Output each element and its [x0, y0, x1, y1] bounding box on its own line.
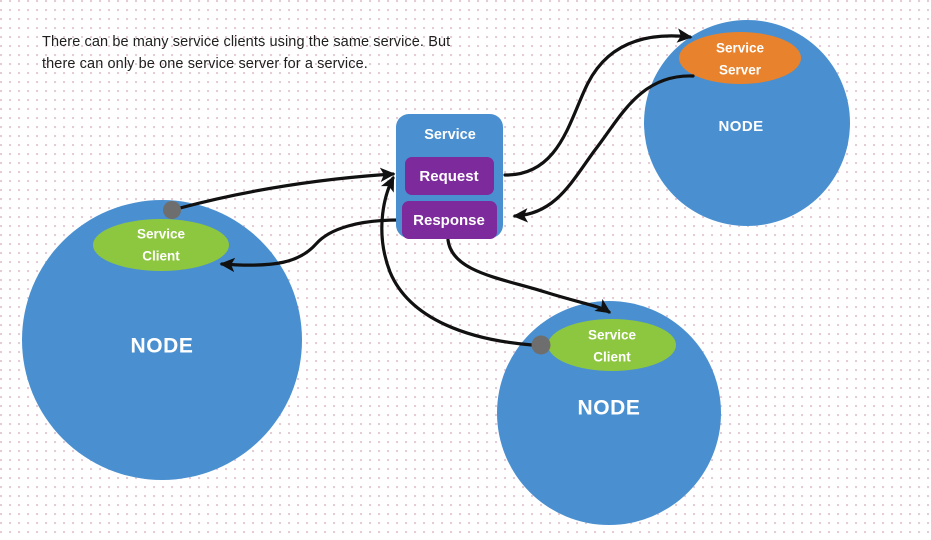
node-client-left[interactable]: NODE Service Client [22, 200, 302, 480]
node-label: NODE [130, 335, 193, 358]
service-server-ellipse[interactable] [679, 32, 801, 84]
service-client-label-line2: Client [142, 249, 180, 264]
connector-server-to-response [512, 74, 695, 223]
service-client-label-line2: Client [593, 350, 631, 365]
caption-text: There can be many service clients using … [42, 31, 512, 76]
node-server[interactable]: NODE Service Server [644, 20, 850, 226]
connector-bottom-client-to-request [380, 175, 534, 347]
service-server-label-line1: Service [716, 41, 765, 56]
node-label: NODE [719, 118, 764, 135]
service-server-label-line2: Server [719, 63, 762, 78]
service-client-label-line1: Service [588, 328, 637, 343]
service-client-ellipse[interactable] [548, 319, 676, 371]
connector-request-to-server [503, 28, 693, 177]
request-box[interactable] [405, 157, 494, 195]
caption-line-2: there can only be one service server for… [42, 56, 368, 73]
connector-response-to-left-client [219, 218, 401, 273]
response-label: Response [413, 212, 485, 229]
caption-line-1: There can be many service clients using … [42, 34, 451, 50]
request-label: Request [419, 168, 478, 185]
service-box-title: Service [424, 127, 476, 143]
response-box[interactable] [402, 201, 497, 239]
connector-dot-left-client[interactable] [163, 201, 181, 219]
connector-dot-bottom-client[interactable] [531, 335, 551, 355]
connector-left-client-to-request [178, 167, 396, 210]
service-client-ellipse[interactable] [93, 219, 229, 271]
node-label: NODE [577, 397, 640, 420]
service-client-label-line1: Service [137, 227, 186, 242]
node-client-bottom[interactable]: NODE Service Client [497, 301, 721, 525]
service-box[interactable]: Service Request Response [396, 114, 503, 239]
connector-response-to-bottom-client [446, 238, 612, 314]
